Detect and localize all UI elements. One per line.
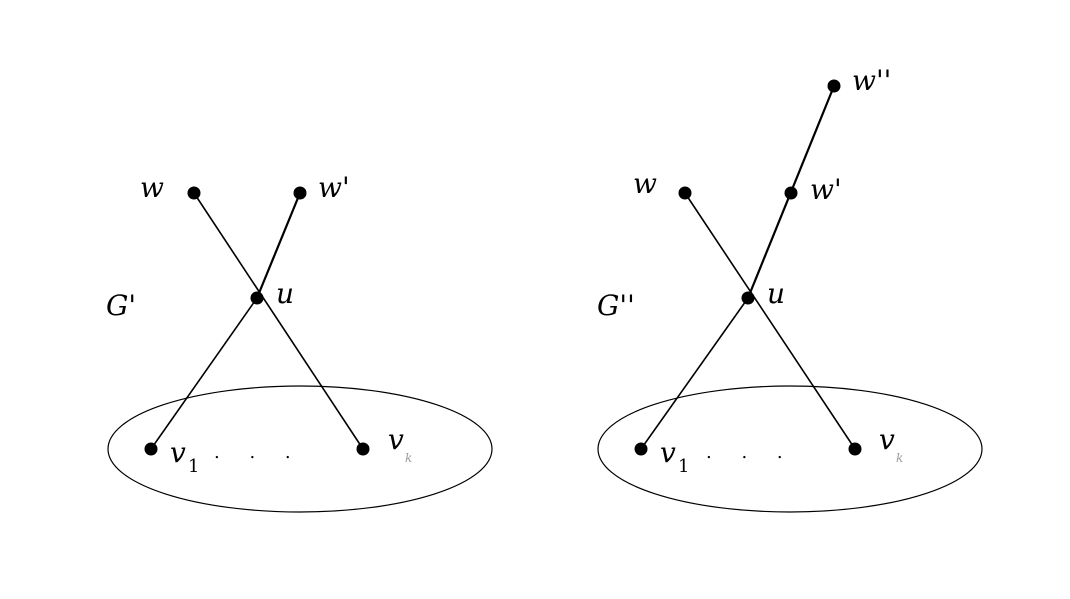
left-graph-label: G'	[106, 289, 136, 322]
right-vertex-w-double-prime	[827, 79, 841, 93]
right-vertex-w	[678, 186, 692, 200]
left-label-vk-subscript: k	[405, 451, 412, 465]
right-edge-w-vk	[684, 192, 856, 450]
left-vertex-set-ellipse	[107, 385, 493, 513]
left-vertex-w-prime	[293, 186, 307, 200]
left-label-u: u	[276, 277, 294, 310]
left-label-w: w	[140, 171, 164, 204]
right-vertex-w-prime	[784, 186, 798, 200]
right-label-w-double-prime: w''	[852, 64, 891, 97]
right-label-v1-subscript: 1	[678, 456, 689, 477]
right-vertex-vk	[848, 442, 862, 456]
left-label-vk: v	[388, 423, 404, 456]
right-label-v1: v	[660, 436, 676, 469]
left-vertex-u	[250, 291, 264, 305]
right-vertex-u	[741, 291, 755, 305]
right-graph: G'' w w' w'' u v 1 . . . v k	[597, 64, 983, 513]
right-graph-label: G''	[597, 289, 635, 322]
left-edge-w-vk	[193, 192, 364, 450]
left-graph: G' w w' u v 1 . . . v k	[106, 171, 493, 513]
right-dots: . . .	[706, 442, 795, 463]
right-label-w: w	[633, 167, 657, 200]
left-dots: . . .	[214, 442, 303, 463]
left-edge-wprime-u	[255, 192, 302, 299]
left-label-v1: v	[170, 436, 186, 469]
right-label-vk-subscript: k	[896, 451, 903, 465]
right-label-w-prime: w'	[810, 173, 842, 206]
left-label-w-prime: w'	[318, 171, 350, 204]
left-label-v1-subscript: 1	[188, 456, 199, 477]
right-edge-u-v1	[640, 297, 749, 450]
left-vertex-v1	[144, 442, 158, 456]
right-label-u: u	[767, 277, 785, 310]
right-vertex-v1	[634, 442, 648, 456]
left-vertex-w	[187, 186, 201, 200]
right-label-vk: v	[879, 423, 895, 456]
left-edge-u-v1	[150, 297, 258, 450]
right-vertex-set-ellipse	[597, 385, 983, 513]
left-vertex-vk	[356, 442, 370, 456]
